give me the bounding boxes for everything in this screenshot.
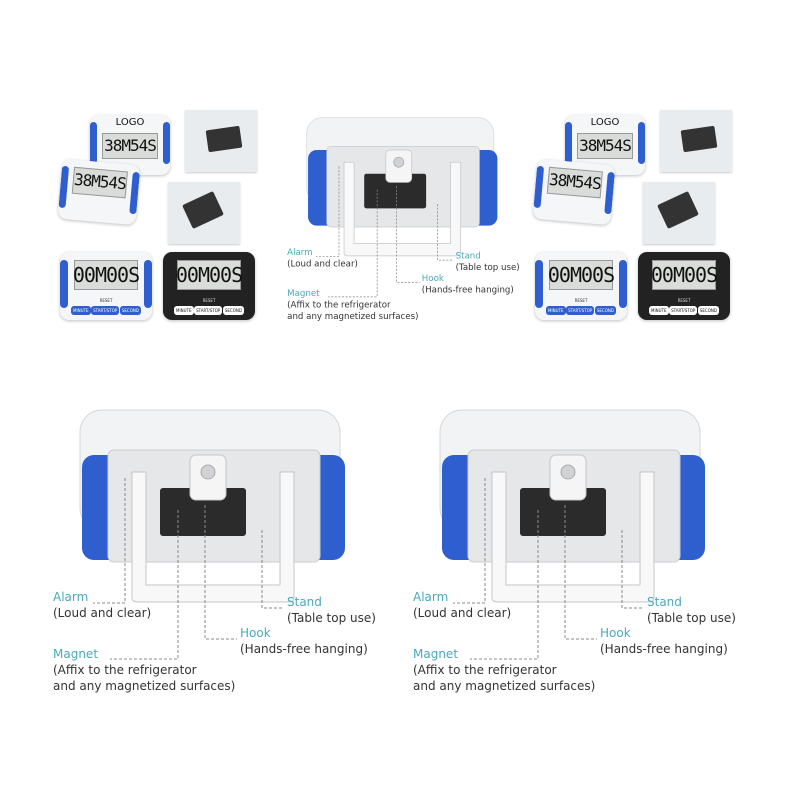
minute-button: MINUTE [649,305,669,315]
magnet-label: Magnet [287,288,320,299]
magnet-description-line2: and any magnetized surfaces) [413,679,596,693]
alarm-label: Alarm [287,247,313,258]
lcd-display: 38M54S [71,166,129,198]
second-button: SECOND [119,305,141,315]
stand-label: Stand [455,250,481,261]
timer-back-illustration [439,409,705,660]
start-stop-button: START/STOP [566,305,595,315]
timer-back-diagram: Alarm (Loud and clear) Stand (Table top … [50,380,380,720]
alarm-description: (Loud and clear) [413,606,512,620]
hook-label: Hook [600,626,631,640]
stand-description: (Table top use) [287,611,376,625]
timer-back-diagram: Alarm (Loud and clear) Stand (Table top … [410,380,740,720]
hook-description: (Hands-free hanging) [600,642,728,656]
lcd-display: 00M00S [176,260,243,291]
lcd-display: 38M54S [577,133,633,160]
stand-photo [185,110,257,172]
magnet-description-line2: and any magnetized surfaces) [53,679,236,693]
lcd-display: 00M00S [548,260,615,291]
alarm-description: (Loud and clear) [53,606,152,620]
reset-label: RESET [574,298,588,303]
magnet-description-line1: (Affix to the refrigerator [287,299,391,310]
magnet-description-line1: (Affix to the refrigerator [53,663,197,677]
lcd-display: 38M54S [102,133,158,160]
hook-description: (Hands-free hanging) [240,642,368,656]
minute-button: MINUTE [174,305,194,315]
minute-button: MINUTE [546,305,566,315]
stand-photo [660,110,732,172]
reset-label: RESET [677,298,691,303]
start-stop-button: START/STOP [669,305,698,315]
hook-label: Hook [240,626,271,640]
start-stop-button: START/STOP [91,305,120,315]
logo-text: LOGO [590,116,620,128]
second-button: SECOND [594,305,616,315]
magnet-description-line2: and any magnetized surfaces) [287,311,419,322]
alarm-description: (Loud and clear) [287,258,358,269]
magnet-label: Magnet [53,647,99,661]
logo-text: LOGO [115,116,145,128]
lcd-display: 38M54S [546,166,604,198]
timer-angled: 38M54S [532,158,616,226]
stand-label: Stand [287,595,322,609]
reset-label: RESET [202,298,216,303]
minute-button: MINUTE [71,305,91,315]
timer-back-diagram: Alarm (Loud and clear) Stand (Table top … [285,96,523,341]
second-button: SECOND [697,305,719,315]
timer-back-illustration [79,409,345,660]
timer-angled: 38M54S [57,158,141,226]
stand-description: (Table top use) [455,262,520,273]
hook-label: Hook [421,273,444,284]
second-button: SECOND [222,305,244,315]
lcd-display: 00M00S [73,260,140,291]
magnet-description-line1: (Affix to the refrigerator [413,663,557,677]
reset-label: RESET [99,298,113,303]
alarm-label: Alarm [53,590,89,604]
magnet-photo [643,182,715,244]
hook-description: (Hands-free hanging) [421,284,514,295]
start-stop-button: START/STOP [194,305,223,315]
magnet-photo [168,182,240,244]
lcd-display: 00M00S [651,260,718,291]
magnet-label: Magnet [413,647,459,661]
stand-label: Stand [647,595,682,609]
stand-description: (Table top use) [647,611,736,625]
alarm-label: Alarm [413,590,449,604]
timer-back-illustration [306,117,498,298]
